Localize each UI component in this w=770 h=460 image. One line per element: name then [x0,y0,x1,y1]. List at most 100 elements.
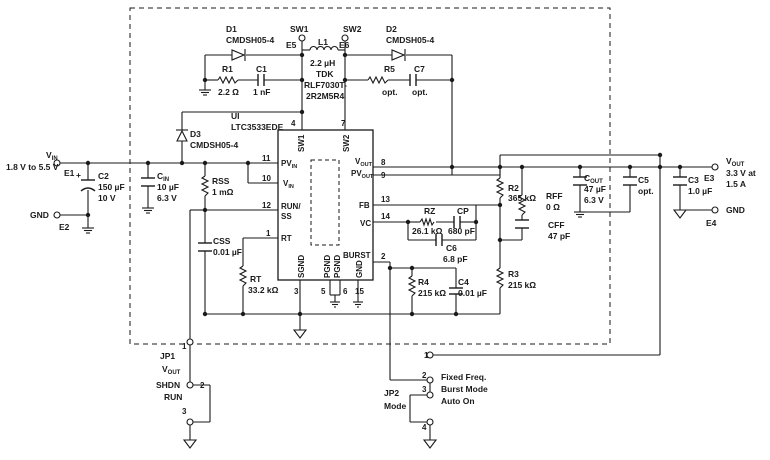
c6-value: 6.8 pF [443,254,468,264]
jp2-option-auto-on: Auto On [441,396,475,406]
jp1-vout: VOUT [162,364,181,376]
c6-ref: C6 [446,243,457,253]
node-sw2: SW2 [343,24,362,34]
c4-ref: C4 [458,277,469,287]
c7-ref: C7 [414,64,425,74]
resistor-r2 [495,177,505,199]
capacitor-css [198,242,212,252]
rz-ref: RZ [424,206,435,216]
ic-pin-burst: BURST [343,251,371,260]
resistor-r3 [495,267,505,289]
cin-value-2: 6.3 V [157,193,177,203]
ic-pin-sw1: SW1 [297,134,306,152]
resistor-rt [238,265,248,287]
rt-value: 33.2 kΩ [248,285,279,295]
gnd-right-label: GND [726,205,745,215]
jp2-pin-3: 3 [422,385,427,394]
ic-pin-sgnd: SGND [297,255,306,278]
ic-pin-num-pvout: 9 [381,171,386,180]
r2-value: 365 kΩ [508,193,536,203]
capacitor-cp [453,216,461,228]
jp2-pin-1: 1 [424,351,429,360]
cp-ref: CP [457,206,469,216]
capacitor-c5 [623,176,637,186]
c5-ref: C5 [638,175,649,185]
r1-value: 2.2 Ω [218,87,239,97]
ic-pin-vc: VC [360,219,371,228]
jp2-label: Mode [384,401,406,411]
resistor-rff [517,194,527,216]
ic-pin-vout: VOUT [355,157,373,168]
ic-pin-pvout: PVOUT [351,169,374,180]
ic-pin-vin: VIN [283,179,294,190]
diode-d2 [391,49,406,61]
css-value: 0.01 µF [213,247,242,257]
ic-ref: UI [231,111,240,121]
c2-ref: C2 [98,171,109,181]
cp-value: 680 pF [448,226,475,236]
rss-value: 1 mΩ [212,187,234,197]
c7-value: opt. [412,87,428,97]
l1-ref: L1 [318,37,328,47]
capacitor-c1 [257,74,265,86]
cin-ref: CIN [157,171,169,183]
jp2-pin-4: 4 [422,423,427,432]
r5-ref: R5 [384,64,395,74]
d2-ref: D2 [386,24,397,34]
vout-label: VOUT [726,156,745,168]
c4-value: 0.01 µF [458,288,487,298]
jp2-pin-2: 2 [422,371,427,380]
ic-part: LTC3533EDE [231,122,284,132]
cin-value-1: 10 µF [157,182,179,192]
ic-pin-runss-1: RUN/ [281,202,301,211]
ic-pin-num-sgnd: 3 [294,287,299,296]
resistor-rss [200,175,210,197]
rt-ref: RT [250,274,262,284]
ic-pin-sw2: SW2 [342,134,351,152]
ic-pin-pgnd-2: PGND [333,255,342,278]
c5-value: opt. [638,186,654,196]
cff-ref: CFF [548,220,565,230]
l1-part-1: RLF7030T- [304,80,347,90]
vin-label: VIN [46,150,58,162]
ic-pin-rt: RT [281,234,292,243]
capacitor-cin [141,177,155,187]
ic-pin-gnd: GND [355,260,364,278]
cff-value: 47 pF [548,231,570,241]
cout-ref: COUT [584,173,603,185]
rss-ref: RSS [212,176,230,186]
node-e1: E1 [64,168,75,178]
vout-value-1: 3.3 V at [726,168,756,178]
ic-body [277,129,374,281]
svg-text:+: + [76,170,81,180]
jp1-shdn: SHDN [156,380,180,390]
ic-pin-num-gnd: 15 [355,287,364,296]
ic-pin-num-pgnd-2: 6 [343,287,348,296]
board-outline [129,7,611,345]
r5-value: opt. [382,87,398,97]
ic-pin-num-pvin: 11 [262,154,271,163]
ic-pin-num-vout: 8 [381,158,386,167]
jp1-pin-1: 1 [182,342,187,351]
c1-ref: C1 [256,64,267,74]
capacitor-cout [573,176,587,186]
ground-symbols [82,89,688,449]
jp2-ref: JP2 [384,388,399,398]
capacitor-c2: + [76,170,96,192]
jp1-pin-2: 2 [200,381,205,390]
resistor-rz [419,217,435,227]
r1-ref: R1 [222,64,233,74]
node-sw1: SW1 [290,24,309,34]
cout-value-1: 47 µF [584,184,606,194]
l1-part-2: 2R2M5R4 [306,91,345,101]
ic-pin-pvin: PVIN [281,159,297,170]
r3-ref: R3 [508,269,519,279]
jp1-ref: JP1 [160,351,175,361]
c2-value-2: 10 V [98,193,116,203]
d1-ref: D1 [226,24,237,34]
d3-ref: D3 [190,129,201,139]
d3-value: CMDSH05-4 [190,140,238,150]
vout-value-2: 1.5 A [726,179,746,189]
